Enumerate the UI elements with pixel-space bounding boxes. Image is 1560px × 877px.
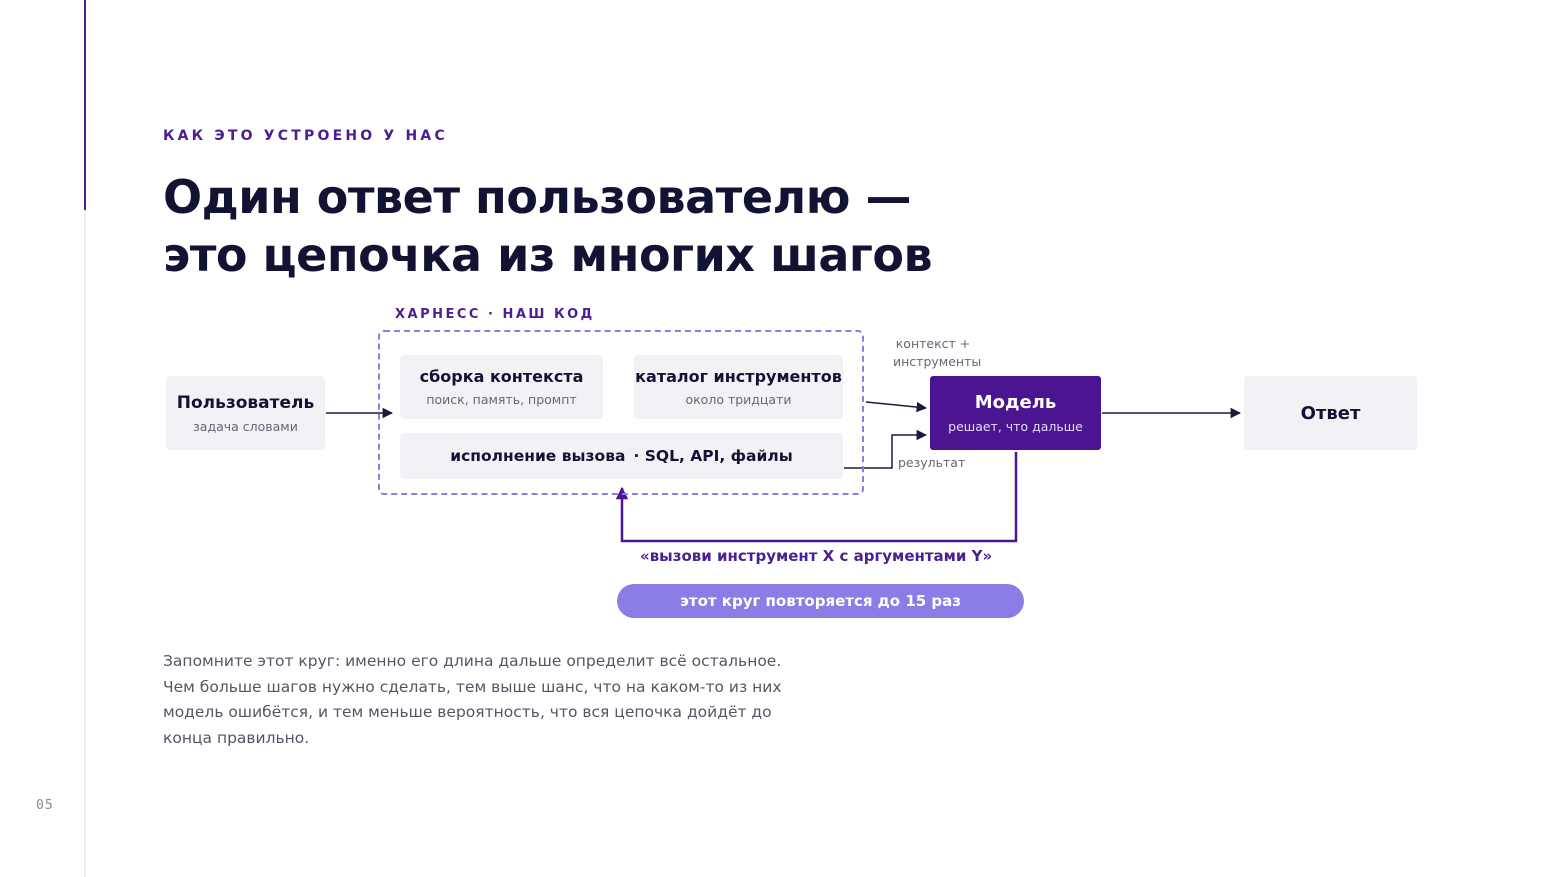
harness-label: ХАРНЕСС · НАШ КОД: [395, 307, 595, 322]
tool-call-label: «вызови инструмент X с аргументами Y»: [640, 547, 993, 565]
tool-catalog-title: каталог инструментов: [635, 367, 842, 386]
user-node: Пользователь задача словами: [166, 376, 325, 450]
answer-node-title: Ответ: [1300, 402, 1361, 424]
left-rail-accent: [84, 0, 86, 210]
result-note: результат: [898, 455, 966, 470]
harness-boundary: [378, 330, 864, 495]
arrow-tool-call-loop: [615, 452, 1018, 543]
title-line-2: это цепочка из многих шагов: [163, 228, 933, 282]
slide-title: Один ответ пользователю — это цепочка из…: [163, 168, 933, 284]
body-paragraph: Запомните этот круг: именно его длина да…: [163, 652, 782, 747]
answer-node: Ответ: [1244, 376, 1417, 450]
call-exec-detail: · SQL, API, файлы: [633, 447, 793, 465]
title-line-1: Один ответ пользователю —: [163, 170, 911, 224]
context-build-subtitle: поиск, память, промпт: [426, 392, 577, 407]
section-eyebrow: КАК ЭТО УСТРОЕНО У НАС: [163, 128, 448, 144]
call-exec-title: исполнение вызова: [450, 447, 626, 465]
arrow-context-to-model: [865, 401, 928, 413]
user-node-subtitle: задача словами: [193, 418, 298, 434]
call-exec-node: исполнение вызова · SQL, API, файлы: [400, 433, 843, 479]
tool-catalog-subtitle: около тридцати: [685, 392, 792, 407]
tool-catalog-node: каталог инструментов около тридцати: [634, 355, 843, 419]
model-node-subtitle: решает, что дальше: [948, 419, 1083, 434]
context-build-node: сборка контекста поиск, память, промпт: [400, 355, 603, 419]
user-node-title: Пользователь: [176, 392, 315, 413]
model-node: Модель решает, что дальше: [930, 376, 1101, 450]
model-node-title: Модель: [974, 392, 1057, 413]
page-number: 05: [36, 798, 54, 813]
arrow-result-to-model: [844, 429, 928, 469]
context-tools-note: контекст + инструменты: [893, 336, 982, 369]
left-rail: [84, 0, 86, 877]
loop-repeat-pill: этот круг повторяется до 15 раз: [617, 584, 1024, 618]
context-build-title: сборка контекста: [419, 367, 584, 386]
